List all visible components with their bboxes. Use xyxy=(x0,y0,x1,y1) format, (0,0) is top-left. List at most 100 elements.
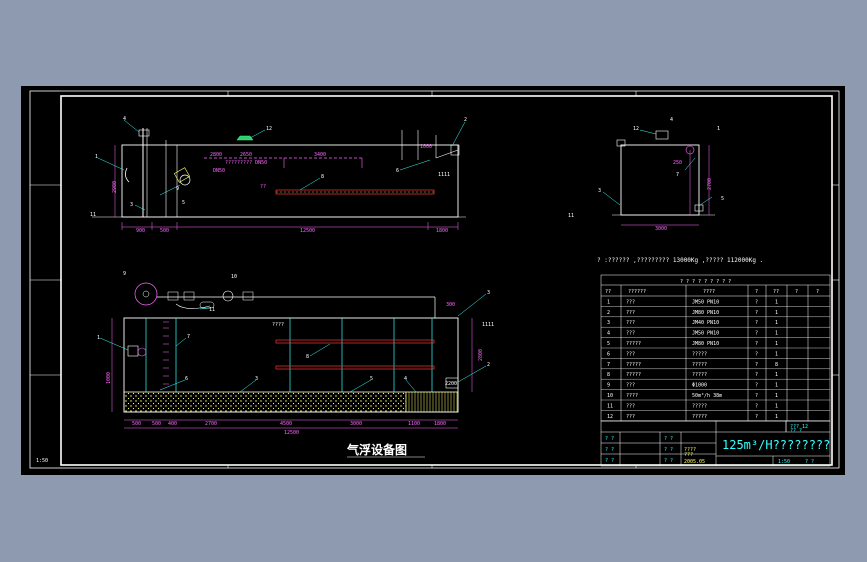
table-cell-spec: JM50 PN10 xyxy=(692,299,719,305)
table-cell-u: 1 xyxy=(775,403,778,409)
tb-m1a: ? ? xyxy=(664,436,673,442)
table-cell-q: ? xyxy=(755,414,758,420)
side-callout-1: 1 xyxy=(717,126,720,132)
table-cell-spec: ????? xyxy=(692,414,707,420)
table-cell-q: ? xyxy=(755,351,758,357)
weight-note: ? :?????? ,????????? 13000Kg ,????? 1120… xyxy=(597,257,763,264)
drawing-title: 气浮设备图 xyxy=(346,442,407,457)
side-dim-2700: 2700 xyxy=(707,178,713,190)
table-cell-no: 10 xyxy=(607,393,613,399)
table-cell-q: ? xyxy=(755,362,758,368)
side-callout-5: 5 xyxy=(721,196,724,202)
elev-callout-4: 4 xyxy=(123,116,126,122)
table-cell-no: 8 xyxy=(607,372,610,378)
table-cell-spec: JM80 PN10 xyxy=(692,341,719,347)
side-view[interactable] xyxy=(602,129,715,226)
elev-note-1: ????????? DN50 xyxy=(225,160,267,166)
table-cell-no: 11 xyxy=(607,403,613,409)
table-cell-u: 1 xyxy=(775,393,778,399)
table-cell-q: ? xyxy=(755,372,758,378)
elev-note-3: ?? xyxy=(260,184,266,190)
elev-callout-5: 5 xyxy=(182,200,185,206)
tb-side-bot: ?? ? xyxy=(790,428,802,434)
plan-note-2: 1111 xyxy=(482,322,494,328)
table-cell-name: ????? xyxy=(626,341,641,347)
tb-l1a: ? ? xyxy=(605,436,614,442)
table-cell-name: ??? xyxy=(626,403,635,409)
elevation-view[interactable] xyxy=(92,119,466,230)
elev-callout-1: 1 xyxy=(95,154,98,160)
elev-dim-900: 900 xyxy=(136,228,145,234)
table-cell-name: ??? xyxy=(626,299,635,305)
plan-callout-4: 4 xyxy=(404,376,407,382)
table-cell-spec: ????? xyxy=(692,372,707,378)
plan-callout-5: 5 xyxy=(370,376,373,382)
table-cell-q: ? xyxy=(755,383,758,389)
table-cell-no: 1 xyxy=(607,299,610,305)
table-cell-no: 12 xyxy=(607,414,613,420)
table-cell-q: ? xyxy=(755,299,758,305)
plan-callout-6: 6 xyxy=(185,376,188,382)
table-cell-spec: JM40 PN10 xyxy=(692,320,719,326)
elev-level-mark: 11 xyxy=(90,212,96,218)
table-cell-name: ??? xyxy=(626,331,635,337)
table-cell-q: ? xyxy=(755,393,758,399)
plan-note-3: 2200 xyxy=(445,381,457,387)
elev-callout-6: 6 xyxy=(396,168,399,174)
elev-note-4: 1111 xyxy=(438,172,450,178)
table-cell-name: ??? xyxy=(626,414,635,420)
plan-dim-3000: 3000 xyxy=(350,421,362,427)
table-cell-no: 9 xyxy=(607,383,610,389)
elev-callout-8: 8 xyxy=(321,174,324,180)
table-cell-q: ? xyxy=(755,341,758,347)
tb-l2a: ? ? xyxy=(605,447,614,453)
elev-callout-2: 2 xyxy=(464,117,467,123)
elev-dim-1800: 1800 xyxy=(436,228,448,234)
table-cell-u: 1 xyxy=(775,372,778,378)
col-head-no: ?? xyxy=(605,289,611,295)
side-callout-3: 3 xyxy=(598,188,601,194)
table-cell-u: 1 xyxy=(775,341,778,347)
tb-main-title: 125m³/H???????? xyxy=(722,438,830,452)
table-cell-q: ? xyxy=(755,320,758,326)
plan-dim-12500: 12500 xyxy=(284,430,299,436)
table-cell-no: 4 xyxy=(607,331,610,337)
title-block xyxy=(600,420,831,467)
tb-m2b: ???? xyxy=(684,447,696,453)
plan-dim-1100: 1100 xyxy=(408,421,420,427)
inner-frame xyxy=(60,95,833,466)
table-cell-no: 7 xyxy=(607,362,610,368)
tb-m4b: 2005.05 xyxy=(684,459,705,465)
table-cell-u: 1 xyxy=(775,414,778,420)
table-cell-spec: JM50 PN10 xyxy=(692,331,719,337)
table-cell-spec: ????? xyxy=(692,362,707,368)
side-callout-7: 7 xyxy=(676,172,679,178)
table-cell-spec: ????? xyxy=(692,403,707,409)
scale-mark: 1:50 xyxy=(36,458,48,464)
plan-callout-7: 7 xyxy=(187,334,190,340)
elev-dim-2650: 2650 xyxy=(240,152,252,158)
col-head-spec: ???? xyxy=(703,289,715,295)
plan-dim-500a: 500 xyxy=(132,421,141,427)
table-cell-q: ? xyxy=(755,403,758,409)
plan-dim-500b: 500 xyxy=(152,421,161,427)
plan-dim-1000: 1000 xyxy=(106,372,112,384)
elev-dim-3400: 3400 xyxy=(314,152,326,158)
table-cell-no: 3 xyxy=(607,320,610,326)
elev-note-2: DN50 xyxy=(213,168,225,174)
elev-dim-2900: 2900 xyxy=(112,181,118,193)
col-head-m: ? xyxy=(795,289,798,295)
table-cell-name: ??? xyxy=(626,320,635,326)
side-dim-250: 250 xyxy=(673,160,682,166)
elev-dim-2800: 2800 xyxy=(210,152,222,158)
tb-m2a: ? ? xyxy=(664,447,673,453)
plan-callout-1: 1 xyxy=(97,335,100,341)
tb-side-top: ??? 12 xyxy=(790,424,808,430)
plan-callout-8: 8 xyxy=(306,354,309,360)
plan-callout-9: 9 xyxy=(123,271,126,277)
outer-frame xyxy=(29,90,840,469)
plan-view[interactable] xyxy=(99,282,487,429)
tb-sheet: ? ? xyxy=(805,459,814,465)
elev-callout-3: 3 xyxy=(130,202,133,208)
